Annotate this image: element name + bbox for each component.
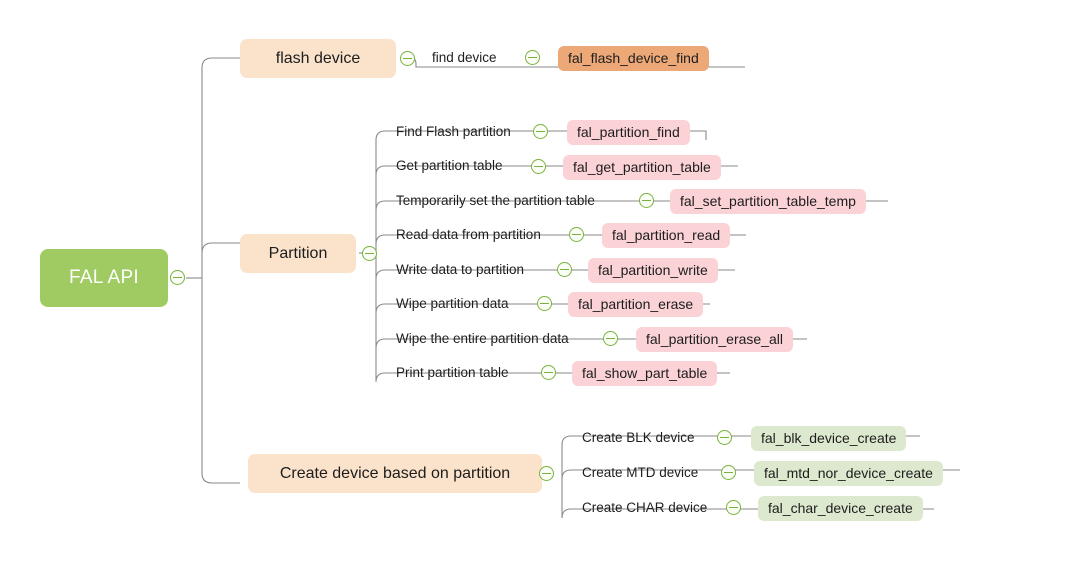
topic-node-create-device-based-on-partition[interactable]: Create device based on partition — [248, 454, 542, 493]
topic-node-label: Partition — [268, 244, 328, 262]
leaf-label-create-mtd-device[interactable]: Create MTD device — [582, 465, 699, 480]
badge-fal-mtd-nor-device-create[interactable]: fal_mtd_nor_device_create — [754, 461, 943, 486]
collapse-icon-create-char-device[interactable] — [726, 500, 741, 515]
badge-fal-partition-erase-all[interactable]: fal_partition_erase_all — [636, 327, 793, 352]
badge-fal-partition-find[interactable]: fal_partition_find — [567, 120, 690, 145]
leaf-label-wipe-partition-data[interactable]: Wipe partition data — [396, 296, 509, 311]
leaf-label-read-data-from-partition[interactable]: Read data from partition — [396, 227, 541, 242]
collapse-icon-find-flash-partition[interactable] — [533, 124, 548, 139]
leaf-label-temporarily-set-the-partition-table[interactable]: Temporarily set the partition table — [396, 193, 595, 208]
badge-fal-flash-device-find[interactable]: fal_flash_device_find — [558, 46, 709, 71]
root-node-label: FAL API — [68, 267, 140, 288]
collapse-icon-wipe-partition-data[interactable] — [537, 296, 552, 311]
collapse-icon-write-data-to-partition[interactable] — [557, 262, 572, 277]
leaf-label-get-partition-table[interactable]: Get partition table — [396, 158, 503, 173]
root-node-fal-api[interactable]: FAL API — [40, 249, 168, 307]
badge-fal-partition-read[interactable]: fal_partition_read — [602, 223, 731, 248]
leaf-label-find-device[interactable]: find device — [432, 50, 497, 65]
topic-node-flash-device[interactable]: flash device — [240, 39, 396, 78]
collapse-icon-read-data-from-partition[interactable] — [569, 227, 584, 242]
badge-fal-char-device-create[interactable]: fal_char_device_create — [758, 496, 923, 521]
root-collapse-icon[interactable] — [170, 270, 185, 285]
collapse-icon-wipe-the-entire-partition-data[interactable] — [603, 331, 618, 346]
badge-fal-get-partition-table[interactable]: fal_get_partition_table — [563, 155, 721, 180]
leaf-label-print-partition-table[interactable]: Print partition table — [396, 365, 509, 380]
badge-fal-partition-erase[interactable]: fal_partition_erase — [568, 292, 704, 317]
topic-node-label: Create device based on partition — [279, 464, 511, 482]
topic-node-partition[interactable]: Partition — [240, 234, 356, 273]
collapse-icon-find-device[interactable] — [525, 50, 540, 65]
leaf-label-create-char-device[interactable]: Create CHAR device — [582, 500, 708, 515]
collapse-icon-create-device-based-on-partition[interactable] — [539, 466, 554, 481]
leaf-label-create-blk-device[interactable]: Create BLK device — [582, 430, 695, 445]
badge-fal-blk-device-create[interactable]: fal_blk_device_create — [751, 426, 907, 451]
collapse-icon-flash-device[interactable] — [400, 51, 415, 66]
leaf-label-find-flash-partition[interactable]: Find Flash partition — [396, 124, 511, 139]
badge-fal-partition-write[interactable]: fal_partition_write — [588, 258, 718, 283]
collapse-icon-create-blk-device[interactable] — [717, 430, 732, 445]
collapse-icon-get-partition-table[interactable] — [531, 159, 546, 174]
collapse-icon-temporarily-set-the-partition-table[interactable] — [639, 193, 654, 208]
collapse-icon-print-partition-table[interactable] — [541, 365, 556, 380]
collapse-icon-create-mtd-device[interactable] — [721, 465, 736, 480]
leaf-label-wipe-the-entire-partition-data[interactable]: Wipe the entire partition data — [396, 331, 569, 346]
leaf-label-write-data-to-partition[interactable]: Write data to partition — [396, 262, 525, 277]
badge-fal-show-part-table[interactable]: fal_show_part_table — [572, 361, 718, 386]
badge-fal-set-partition-table-temp[interactable]: fal_set_partition_table_temp — [670, 189, 866, 214]
topic-node-label: flash device — [275, 49, 361, 67]
collapse-icon-partition[interactable] — [362, 246, 377, 261]
